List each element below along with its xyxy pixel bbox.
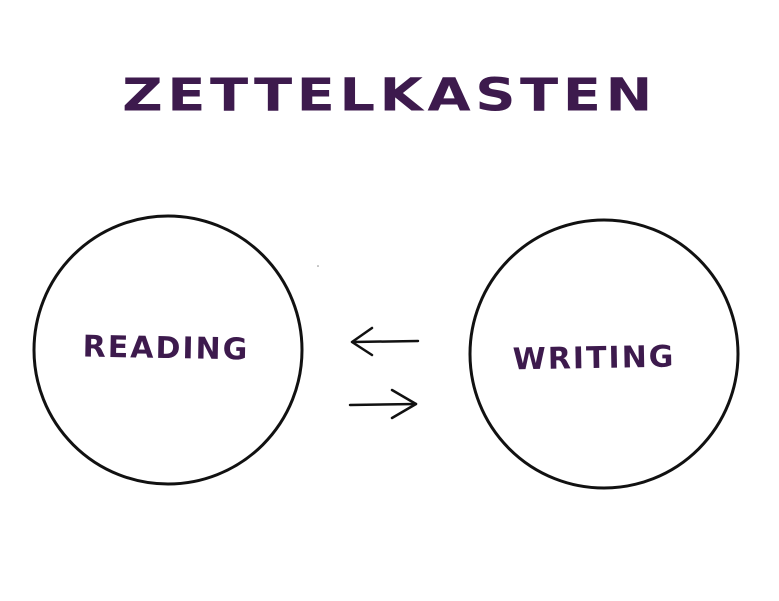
writing-circle [468,218,740,490]
reading-circle [32,214,304,486]
reading-label: READING [82,330,249,368]
writing-node: WRITING [468,218,740,490]
writing-label: WRITING [512,340,675,378]
stray-mark [317,265,319,267]
reading-node: READING [32,214,304,486]
arrow-right-icon [348,388,418,420]
arrow-left-icon [350,326,420,357]
diagram-title: ZETTELKASTEN [122,68,657,122]
